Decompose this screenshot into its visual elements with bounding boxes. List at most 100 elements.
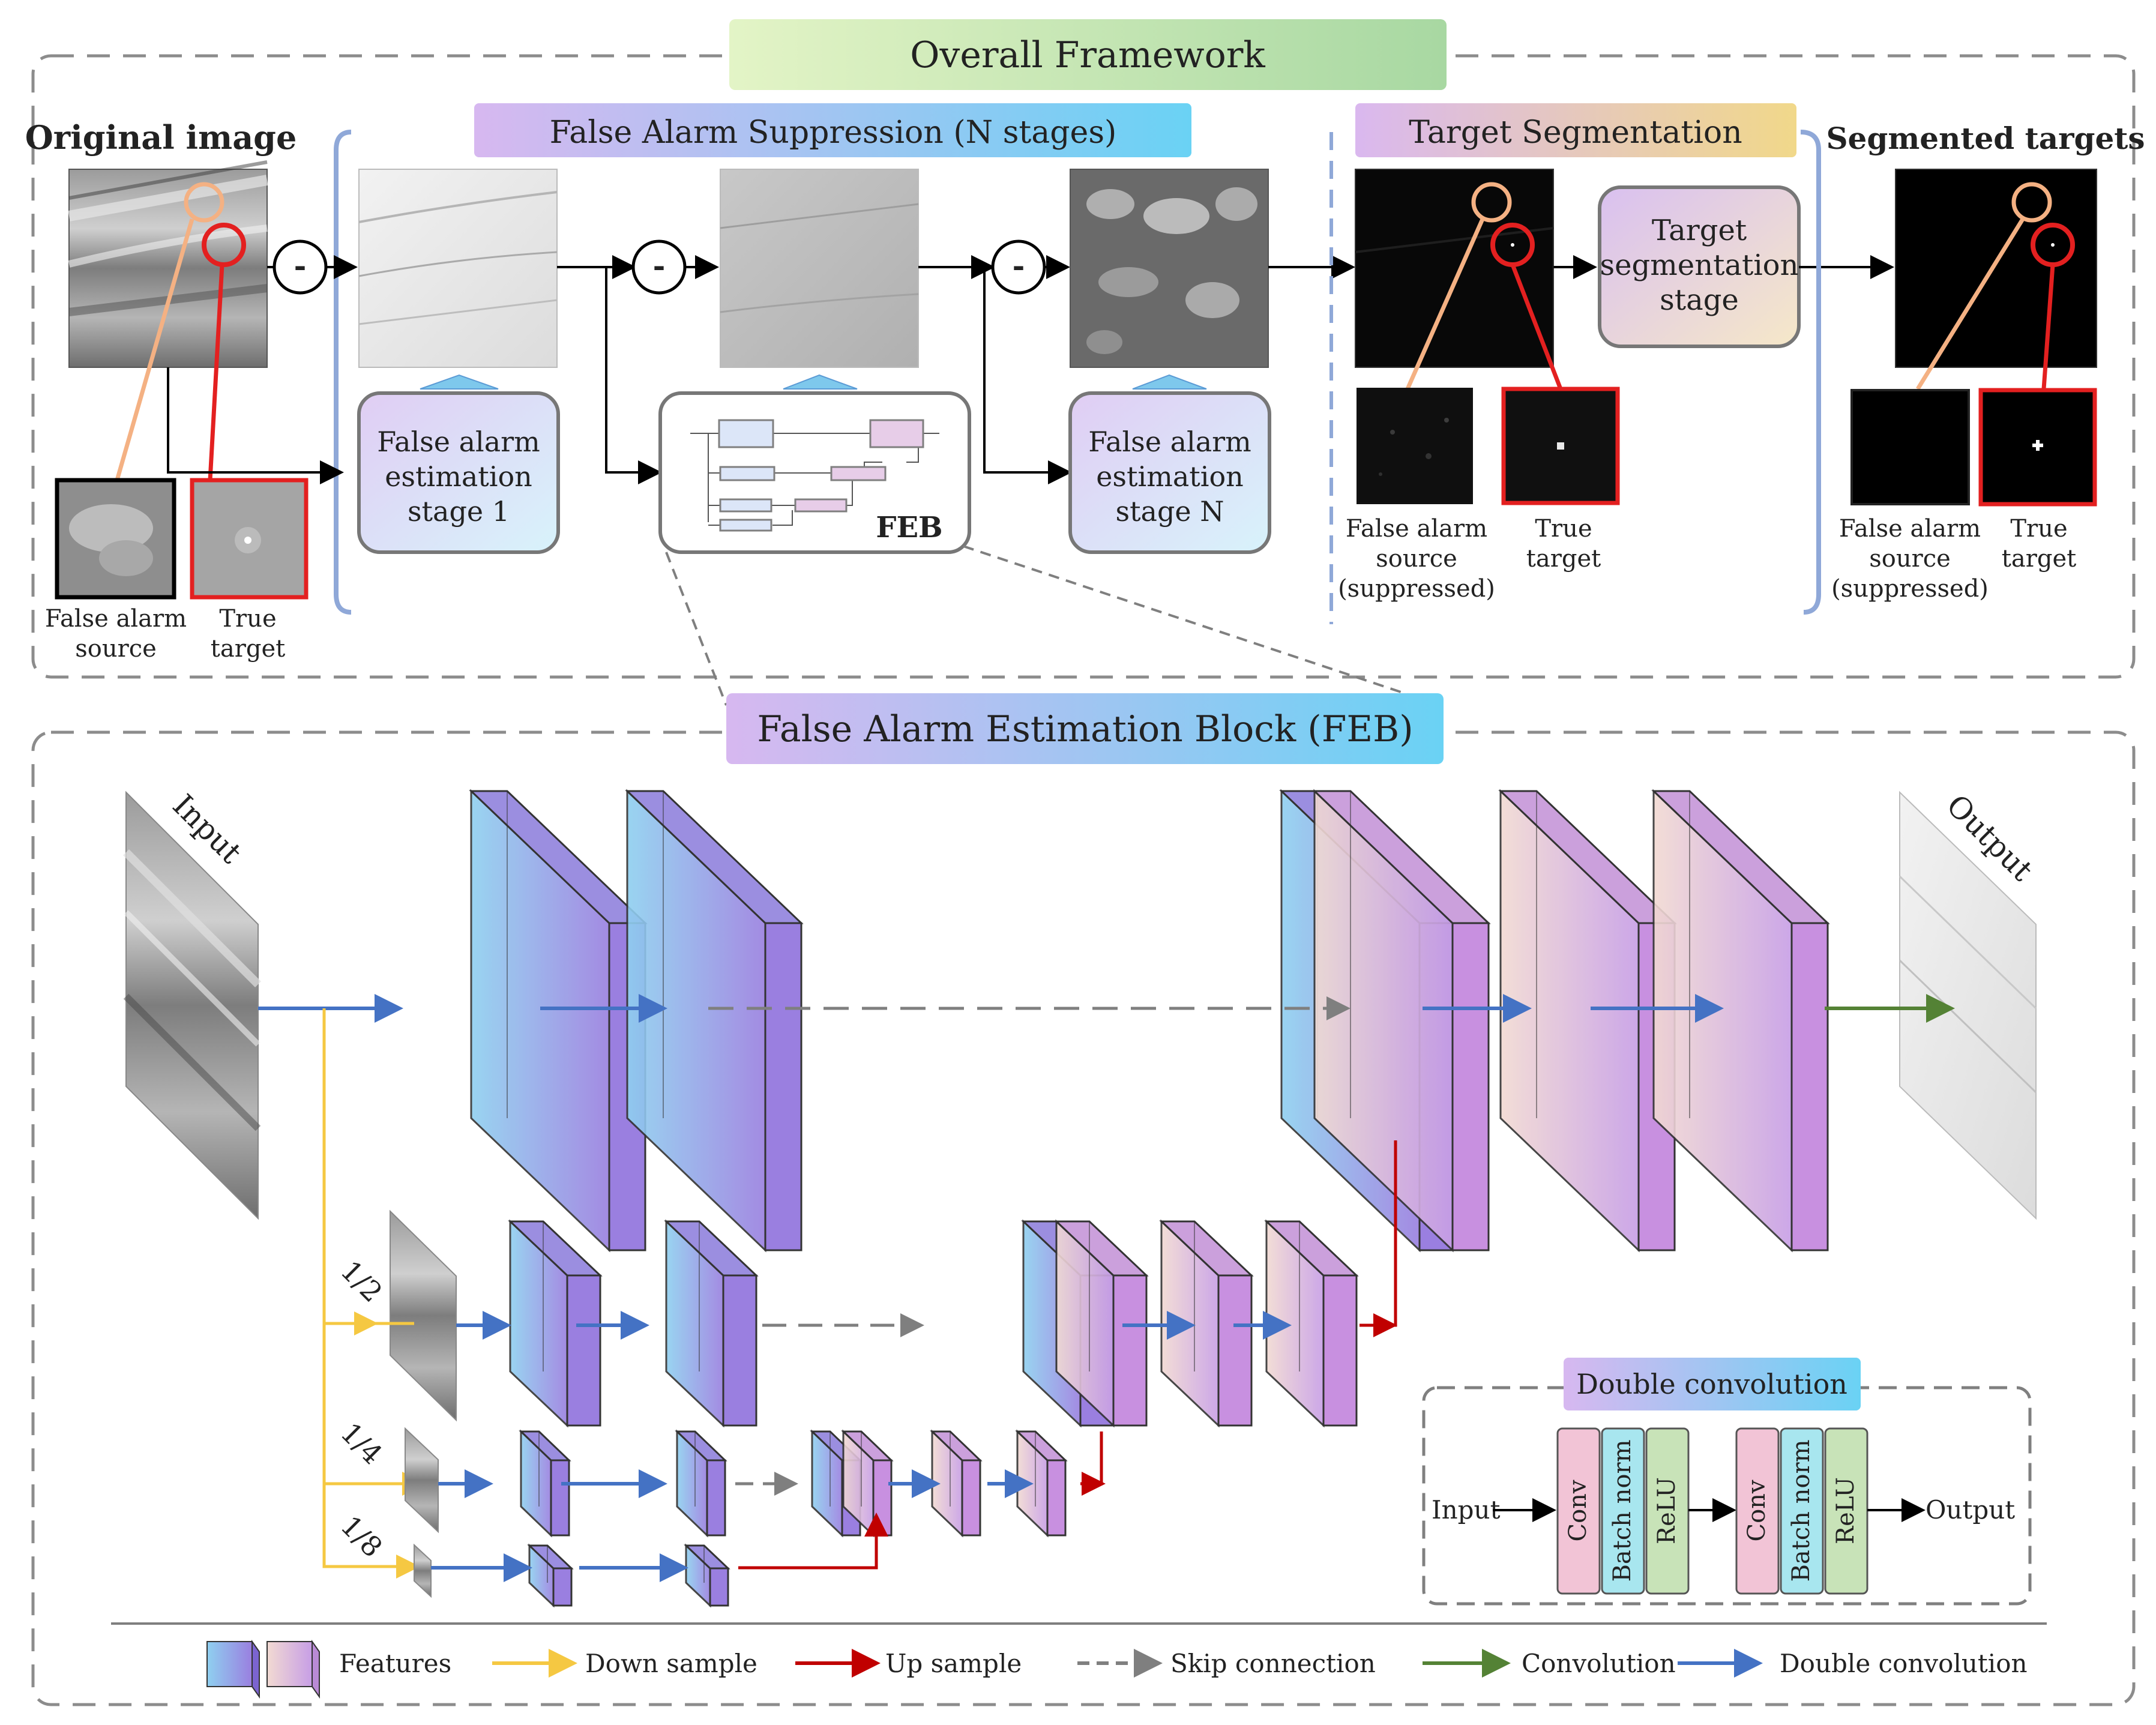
feature-block-7 xyxy=(508,1219,603,1428)
feature-block-20 xyxy=(684,1543,730,1608)
fae-stageN-line1: False alarm xyxy=(1088,426,1251,458)
feature-block-4 xyxy=(1312,789,1491,1253)
scale-half-label: 1/2 xyxy=(334,1254,389,1309)
suppressed-fa-patch-1 xyxy=(1357,388,1473,504)
feature-block-5 xyxy=(1498,789,1677,1253)
subtract-symbol-3: - xyxy=(1013,248,1025,283)
feature-block-front xyxy=(1217,1274,1253,1427)
double-conv-banner xyxy=(1564,1358,1861,1410)
fas-banner-title: False Alarm Suppression (N stages) xyxy=(550,115,1117,151)
feb-frame xyxy=(31,730,2136,1706)
dc-conv-label-1: Conv xyxy=(1564,1480,1592,1541)
subtract-symbol-1: - xyxy=(294,248,307,283)
suppressed-label-1: (suppressed) xyxy=(1338,575,1495,603)
fae-stage1-box xyxy=(357,391,560,554)
double-conv-title: Double convolution xyxy=(1576,1368,1847,1400)
overall-framework-frame xyxy=(31,54,2136,679)
segmented-targets-label: Segmented targets xyxy=(1826,121,2145,156)
feature-block-6 xyxy=(1651,789,1830,1253)
stageN-output-image xyxy=(1070,169,1269,368)
true-target-label-2: target xyxy=(211,635,285,663)
legend-skip: Skip connection xyxy=(1170,1649,1376,1678)
overall-framework-title: Overall Framework xyxy=(910,34,1265,76)
scale-quarter-label: 1/4 xyxy=(334,1416,389,1471)
feature-block-face xyxy=(1313,789,1454,1253)
feb-mini-label: FEB xyxy=(876,511,942,544)
feature-block-front xyxy=(550,1459,570,1537)
legend-features: Features xyxy=(339,1649,451,1678)
true-target-label-6: target xyxy=(2002,545,2076,573)
legend-conv: Convolution xyxy=(1522,1649,1676,1678)
fa-source-label-1: False alarm xyxy=(45,605,187,633)
dc-relu-label-2: ReLU xyxy=(1832,1477,1859,1544)
feature-block-front xyxy=(722,1274,757,1427)
dc-conv-2 xyxy=(1735,1427,1780,1595)
legend-feature-cubes xyxy=(206,1639,320,1699)
ts-stage-line2: segmentation xyxy=(1600,248,1799,282)
feature-block-14 xyxy=(675,1429,727,1538)
eighth-scale-image xyxy=(414,1543,432,1598)
true-target-label-5: True xyxy=(2010,515,2067,543)
segmented-output-image xyxy=(1895,169,2097,368)
true-target-marker-circle xyxy=(202,223,246,267)
overall-framework-banner xyxy=(729,19,1447,90)
feature-block-front xyxy=(1322,1274,1358,1427)
true-target-patch xyxy=(190,478,309,600)
dc-bn-2 xyxy=(1780,1427,1824,1595)
feature-block-front xyxy=(552,1567,573,1607)
feature-block-17 xyxy=(930,1429,983,1538)
double-conv-input-label: Input xyxy=(1432,1495,1501,1525)
false-alarm-marker-circle xyxy=(184,182,224,223)
feature-block-13 xyxy=(519,1429,571,1538)
dc-bn-label-1: Batch norm xyxy=(1609,1439,1636,1582)
suppressed-fa-patch-2 xyxy=(1850,389,1970,505)
half-scale-image xyxy=(390,1209,457,1422)
fa-source-label-2: source xyxy=(75,635,157,663)
feature-block-front xyxy=(1451,922,1490,1251)
feature-block-face xyxy=(470,789,610,1253)
ts-banner xyxy=(1355,103,1796,157)
feature-block-1 xyxy=(469,789,648,1253)
dc-bn-label-2: Batch norm xyxy=(1787,1439,1815,1582)
fa-source-label-5: False alarm xyxy=(1839,515,1981,543)
feb-title: False Alarm Estimation Block (FEB) xyxy=(757,708,1413,750)
fa-source-label-3: False alarm xyxy=(1346,515,1487,543)
feature-block-front xyxy=(1046,1459,1067,1537)
legend-down: Down sample xyxy=(585,1649,757,1678)
feature-block-front xyxy=(1112,1274,1148,1427)
feature-block-front xyxy=(764,922,802,1251)
fae-stage1-line1: False alarm xyxy=(377,426,540,458)
feature-block-front xyxy=(566,1274,601,1427)
ts-banner-title: Target Segmentation xyxy=(1409,115,1742,151)
ts-stage-line3: stage xyxy=(1660,283,1739,317)
feature-block-12 xyxy=(1264,1219,1359,1428)
dc-conv-1 xyxy=(1556,1427,1601,1595)
feature-block-front xyxy=(709,1567,729,1607)
subtract-symbol-2: - xyxy=(653,248,666,283)
fae-stageN-line2: estimation xyxy=(1096,460,1244,493)
true-target-patch-3 xyxy=(1978,388,2097,507)
scale-eighth-label: 1/8 xyxy=(334,1510,389,1564)
dc-bn-1 xyxy=(1601,1427,1645,1595)
true-target-label-4: target xyxy=(1526,545,1601,573)
fae-stageN-box xyxy=(1068,391,1271,554)
legend-up: Up sample xyxy=(885,1649,1022,1678)
fae-stage1-line2: estimation xyxy=(385,460,532,493)
feature-block-8 xyxy=(664,1219,759,1428)
true-target-patch-2 xyxy=(1501,387,1620,505)
feature-block-front xyxy=(961,1459,981,1537)
feb-input-image xyxy=(123,790,261,1220)
fae-stageN-line3: stage N xyxy=(1115,495,1224,528)
feb-banner xyxy=(726,693,1444,764)
dc-conv-label-2: Conv xyxy=(1743,1480,1771,1541)
feature-block-2 xyxy=(625,789,804,1253)
false-alarm-source-patch xyxy=(55,478,176,600)
stage2-output-image xyxy=(720,169,919,368)
fae-stage1-line3: stage 1 xyxy=(408,495,510,528)
fa-source-label-6: source xyxy=(1869,545,1951,573)
residual-image xyxy=(1355,169,1554,368)
feature-block-19 xyxy=(527,1543,574,1608)
dc-relu-label-1: ReLU xyxy=(1653,1477,1681,1544)
true-target-label-3: True xyxy=(1535,515,1592,543)
